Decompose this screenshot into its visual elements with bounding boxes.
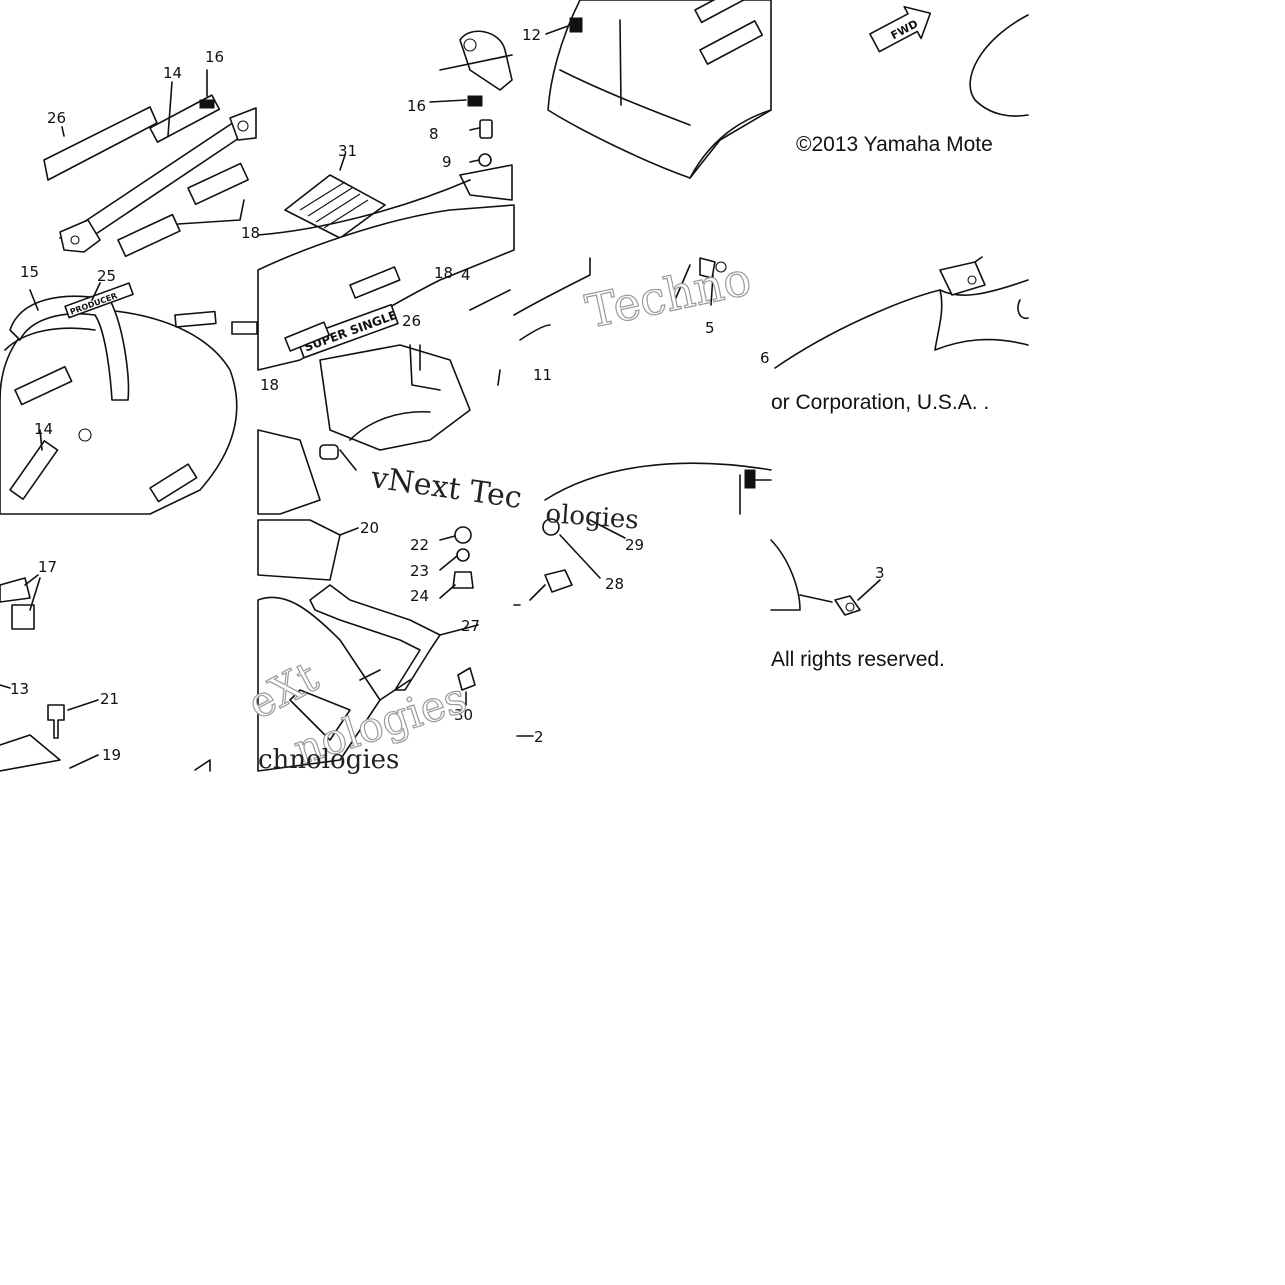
tile-fender-bracket xyxy=(513,257,772,515)
tile-fwd-copyright: FWD ©2013 Yamaha Mote xyxy=(796,5,1029,156)
callout-25: 25 xyxy=(97,267,116,285)
callout-4: 4 xyxy=(461,266,471,284)
callout-11: 11 xyxy=(533,366,552,384)
tile-rear-fender xyxy=(545,0,772,179)
tile-bolts xyxy=(513,518,626,737)
callout-16: 16 xyxy=(205,48,224,66)
copyright-line-1: ©2013 Yamaha Mote xyxy=(796,133,993,156)
callout-13: 13 xyxy=(10,680,29,698)
callout-18b: 18 xyxy=(434,264,453,282)
callout-15: 15 xyxy=(20,263,39,281)
callout-9: 9 xyxy=(442,153,452,171)
callout-22: 22 xyxy=(410,536,429,554)
callout-21: 21 xyxy=(100,690,119,708)
callout-2: 2 xyxy=(534,728,544,746)
callout-17: 17 xyxy=(38,558,57,576)
callout-12: 12 xyxy=(522,26,541,44)
callout-numbers: 26 14 16 16 8 9 12 31 18 15 25 18 26 4 1… xyxy=(10,26,885,764)
callout-27: 27 xyxy=(461,617,480,635)
callout-20: 20 xyxy=(360,519,379,537)
callout-6: 6 xyxy=(760,349,770,367)
tile-tail-cover: SUPER SINGLE xyxy=(257,204,515,515)
callout-14b: 14 xyxy=(34,420,53,438)
watermark-1: Techno xyxy=(581,251,756,339)
tile-front-fender: or Corporation, U.S.A. . xyxy=(771,256,1029,414)
callout-18: 18 xyxy=(241,224,260,242)
callout-3: 3 xyxy=(875,564,885,582)
callout-16b: 16 xyxy=(407,97,426,115)
tile-turn-signals xyxy=(0,574,211,772)
callout-18c: 18 xyxy=(260,376,279,394)
callout-31: 31 xyxy=(338,142,357,160)
callout-24: 24 xyxy=(410,587,429,605)
tile-reflector: All rights reserved. xyxy=(770,539,945,671)
tile-rear-fender-cover xyxy=(257,30,513,251)
callout-26: 26 xyxy=(47,109,66,127)
callout-26b: 26 xyxy=(402,312,421,330)
watermark-2: vNext Tec xyxy=(368,460,524,516)
fwd-arrow-icon: FWD xyxy=(869,5,932,53)
copyright-line-2: or Corporation, U.S.A. . xyxy=(771,391,989,414)
callout-19: 19 xyxy=(102,746,121,764)
watermark-3: ologies xyxy=(545,499,640,535)
callout-8: 8 xyxy=(429,125,439,143)
tile-seat-grab-bar: PRODUCER xyxy=(0,282,258,515)
watermark-6: chnologies xyxy=(258,745,399,775)
callout-29: 29 xyxy=(625,536,644,554)
callout-14: 14 xyxy=(163,64,182,82)
tile-battery-bracket xyxy=(257,519,479,772)
callout-28: 28 xyxy=(605,575,624,593)
callout-5: 5 xyxy=(705,319,715,337)
callout-30: 30 xyxy=(454,706,473,724)
callout-23: 23 xyxy=(410,562,429,580)
copyright-line-3: All rights reserved. xyxy=(771,648,945,671)
tile-side-cover-decals xyxy=(43,69,257,258)
